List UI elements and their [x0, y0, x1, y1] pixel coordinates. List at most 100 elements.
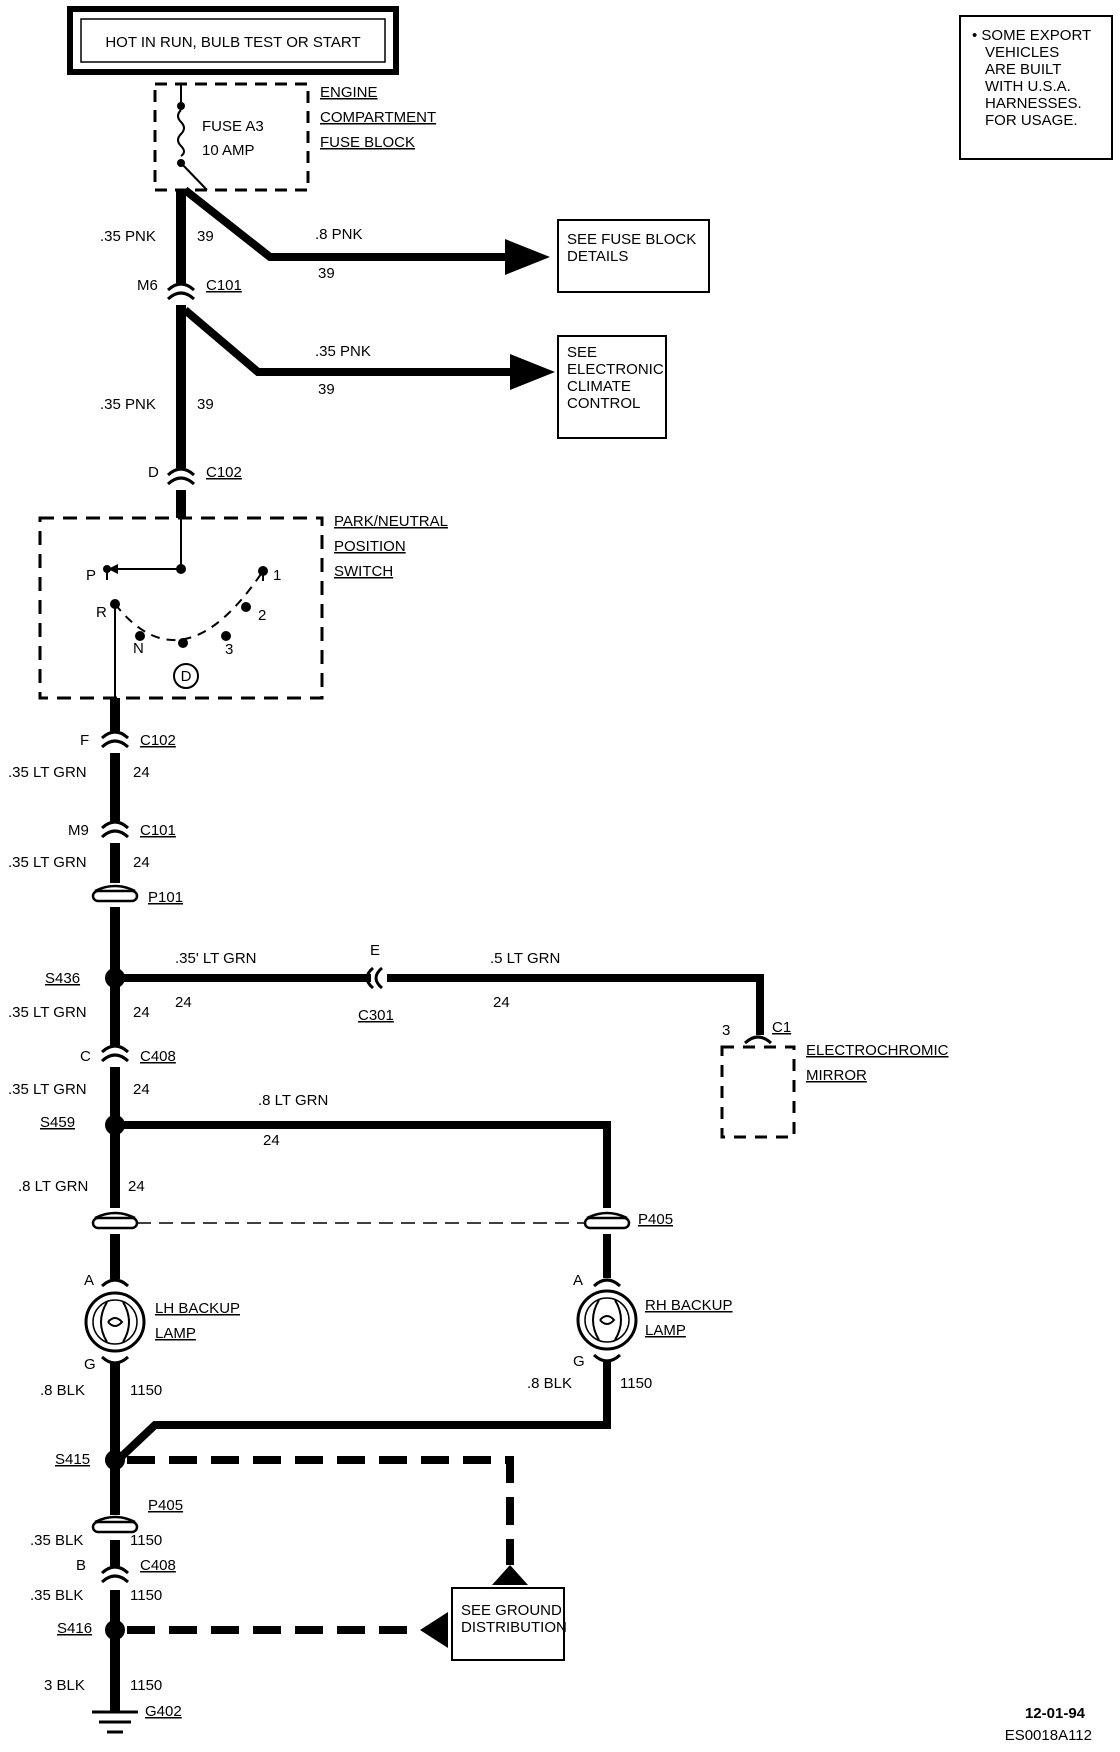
note-line-2: VEHICLES — [985, 44, 1059, 61]
mirror-label-2: MIRROR — [806, 1067, 867, 1084]
wire-label-035-pnk-2: .35 PNK — [315, 343, 371, 360]
connector-c102-d: D C102 — [148, 464, 242, 486]
wire-circuit-39-4: 39 — [197, 396, 214, 413]
fuse-details-line-1: SEE FUSE BLOCK — [567, 231, 696, 248]
wire-label-035-ltgrn-3: .35 LT GRN — [8, 1004, 87, 1021]
wire-label-08-pnk: .8 PNK — [315, 226, 363, 243]
diagram-code: ES0018A112 — [1005, 1727, 1092, 1744]
wire-circuit-1150-1: 1150 — [130, 1382, 162, 1399]
wire-label-3-blk: 3 BLK — [44, 1677, 85, 1694]
rh-backup-lamp: A G RH BACKUP LAMP — [573, 1272, 733, 1370]
wire-circuit-24-8: 24 — [263, 1132, 280, 1149]
note-line-6: FOR USAGE. — [985, 112, 1078, 129]
ground-box-line-1: SEE GROUND — [461, 1602, 562, 1619]
pin-d: D — [148, 464, 159, 481]
grommet-p405-label-1: P405 — [638, 1211, 673, 1228]
connector-c101-label-2: C101 — [140, 822, 176, 839]
wire-circuit-1150-5: 1150 — [130, 1677, 162, 1694]
switch-pos-r: R — [96, 604, 107, 621]
rh-pin-a: A — [573, 1272, 583, 1289]
export-note: • SOME EXPORT VEHICLES ARE BUILT WITH U.… — [959, 15, 1113, 160]
grommet-p101-label: P101 — [148, 889, 183, 906]
fuse-name: FUSE A3 — [202, 118, 264, 135]
pin-e: E — [370, 942, 380, 959]
connector-c102-label-2: C102 — [140, 732, 176, 749]
fuse-details-box: SEE FUSE BLOCK DETAILS — [557, 219, 710, 293]
grommet-p405-lower — [91, 1520, 139, 1534]
rh-lamp-branch: .8 LT GRN 24 — [120, 1092, 611, 1278]
wire-circuit-39-3: 39 — [318, 381, 335, 398]
splice-s436-label: S436 — [45, 970, 80, 987]
climate-control-box: SEE ELECTRONIC CLIMATE CONTROL — [557, 335, 667, 439]
power-source-label: HOT IN RUN, BULB TEST OR START — [105, 34, 360, 51]
bulb-icon — [576, 1289, 638, 1351]
splice-s436 — [105, 968, 125, 988]
wire-circuit-39-2: 39 — [318, 265, 335, 282]
wire-label-035-ltgrn-alt: .35' LT GRN — [175, 950, 257, 967]
ground-g402-label: G402 — [145, 1703, 182, 1720]
splice-s415-label: S415 — [55, 1451, 90, 1468]
grommet-p101 — [91, 889, 139, 903]
rh-pin-g: G — [573, 1353, 585, 1370]
ground-box-line-2: DISTRIBUTION — [461, 1619, 567, 1636]
connector-c301-label: C301 — [358, 1007, 394, 1024]
connector-c1-label: C1 — [772, 1019, 791, 1036]
wire-label-08-ltgrn-1: .8 LT GRN — [18, 1178, 88, 1195]
wire-circuit-24-5: 24 — [128, 1178, 145, 1195]
switch-label-1: PARK/NEUTRAL — [334, 513, 448, 530]
connector-c101-label-1: C101 — [206, 277, 242, 294]
wire-label-035-blk-2: .35 BLK — [30, 1587, 83, 1604]
climate-line-3: CLIMATE — [567, 378, 631, 395]
wire-circuit-24-2: 24 — [133, 854, 150, 871]
switch-pos-3: 3 — [225, 641, 233, 658]
wire-circuit-24-7: 24 — [493, 994, 510, 1011]
fuse-block-label-2: COMPARTMENT — [320, 109, 436, 126]
wire-label-035-pnk-1: .35 PNK — [100, 228, 156, 245]
splice-s459-label: S459 — [40, 1114, 75, 1131]
rh-lamp-label-1: RH BACKUP — [645, 1297, 733, 1314]
switch-pos-d: D — [181, 668, 192, 685]
mirror-label-1: ELECTROCHROMIC — [806, 1042, 949, 1059]
fuse-icon — [177, 109, 185, 157]
pin-3: 3 — [722, 1022, 730, 1039]
wire-circuit-1150-3: 1150 — [130, 1532, 162, 1549]
wire-circuit-1150-4: 1150 — [130, 1587, 162, 1604]
drive-position-circle — [173, 663, 199, 689]
switch-label-2: POSITION — [334, 538, 406, 555]
fuse-block-label-3: FUSE BLOCK — [320, 134, 415, 151]
wire-label-035-pnk-3: .35 PNK — [100, 396, 156, 413]
fuse-details-line-2: DETAILS — [567, 248, 628, 265]
lh-pin-a: A — [84, 1272, 94, 1289]
connector-c101-m6: M6 C101 — [137, 277, 242, 301]
switch-pos-1: 1 — [273, 567, 281, 584]
wire-circuit-24-6: 24 — [175, 994, 192, 1011]
connector-c408-label-2: C408 — [140, 1557, 176, 1574]
pin-f: F — [80, 732, 89, 749]
blk-ground-path: .8 BLK 1150 .8 BLK 1150 S415 P405 .35 BL… — [30, 1362, 652, 1734]
fuse-block: FUSE A3 10 AMP ENGINE COMPARTMENT FUSE B… — [153, 82, 436, 192]
climate-line-4: CONTROL — [567, 395, 640, 412]
wire-label-08-ltgrn-2: .8 LT GRN — [258, 1092, 328, 1109]
note-line-4: WITH U.S.A. — [985, 78, 1071, 95]
pin-m6: M6 — [137, 277, 158, 294]
wire-label-035-blk-1: .35 BLK — [30, 1532, 83, 1549]
pin-m9: M9 — [68, 822, 89, 839]
park-neutral-switch: D P R N 3 2 1 PARK/NEUTRAL POSITION SWIT… — [38, 513, 448, 700]
wire-label-05-ltgrn: .5 LT GRN — [490, 950, 560, 967]
wire-circuit-1150-2: 1150 — [620, 1375, 652, 1392]
splice-s416 — [105, 1620, 125, 1640]
electrochromic-mirror: ELECTROCHROMIC MIRROR — [720, 1042, 949, 1139]
lt-grn-trunk: F C102 .35 LT GRN 24 M9 C101 .35 LT GRN … — [8, 698, 183, 1279]
connector-c102-label-1: C102 — [206, 464, 242, 481]
splice-s459 — [105, 1115, 125, 1135]
lh-lamp-label-2: LAMP — [155, 1325, 196, 1342]
wire-label-035-ltgrn-1: .35 LT GRN — [8, 764, 87, 781]
diagram-date: 12-01-94 — [1025, 1705, 1086, 1722]
splice-s416-label: S416 — [57, 1620, 92, 1637]
switch-pos-p: P — [86, 567, 96, 584]
lh-lamp-label-1: LH BACKUP — [155, 1300, 240, 1317]
fuse-block-label-1: ENGINE — [320, 84, 378, 101]
lh-backup-lamp: A G LH BACKUP LAMP — [84, 1272, 240, 1373]
rh-lamp-label-2: LAMP — [645, 1322, 686, 1339]
